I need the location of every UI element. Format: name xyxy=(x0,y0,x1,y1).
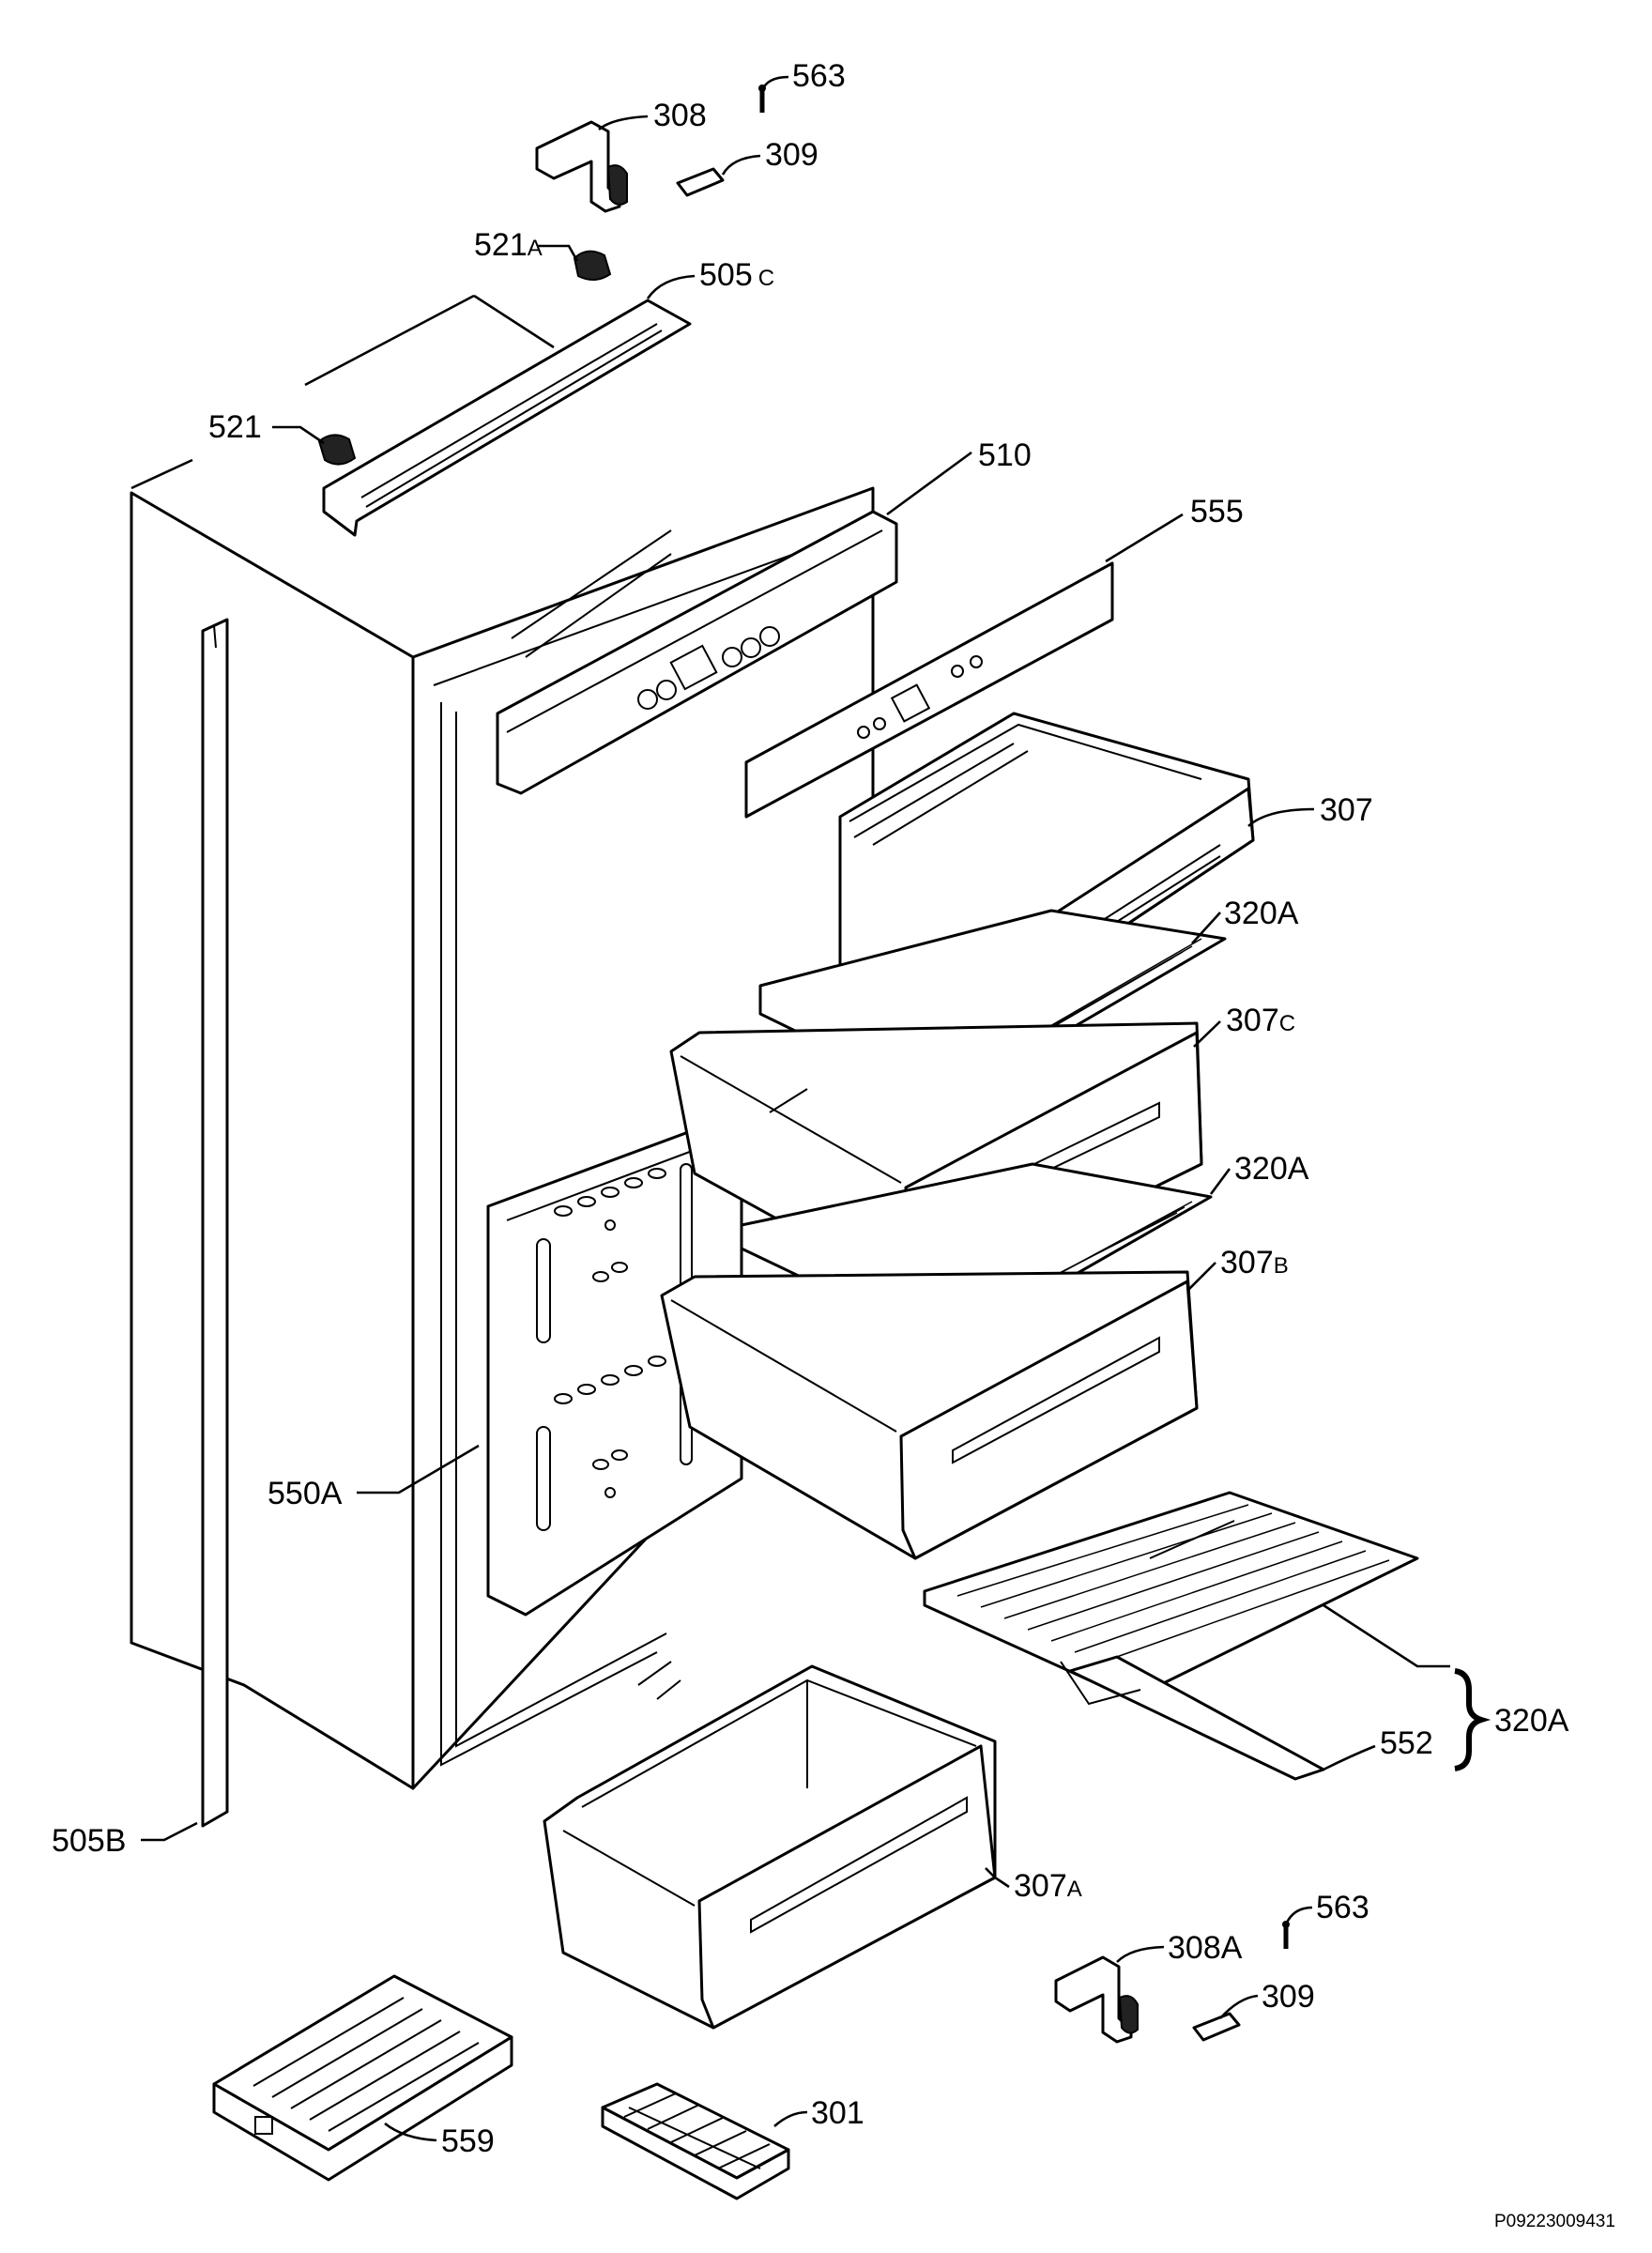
label-301: 301 xyxy=(811,2095,864,2131)
label-309-bottom: 309 xyxy=(1262,1979,1315,2015)
screw-563-bottom xyxy=(1282,1921,1290,1949)
label-320a-2: 320A xyxy=(1234,1151,1309,1187)
label-308a: 308A xyxy=(1168,1930,1243,1966)
label-552: 552 xyxy=(1380,1725,1433,1761)
hinge-cap-521 xyxy=(317,434,357,466)
wire-shelf-320a-3 xyxy=(923,1491,1419,1701)
label-320a-1: 320A xyxy=(1224,896,1299,931)
label-307c: 307C xyxy=(1226,1003,1295,1038)
drawing-number: P09223009431 xyxy=(1494,2212,1615,2231)
label-307a: 307A xyxy=(1014,1868,1082,1904)
shelf-strip-552 xyxy=(1060,1655,1325,1781)
label-563-top: 563 xyxy=(792,58,846,94)
label-307b: 307B xyxy=(1220,1245,1289,1280)
side-seal-strip-505b xyxy=(201,618,229,1828)
group-brace xyxy=(1454,1668,1491,1771)
hinge-308a xyxy=(1054,1955,1139,2044)
label-505b: 505B xyxy=(52,1823,126,1859)
drawer-307a xyxy=(543,1664,997,2030)
cold-accumulator-559 xyxy=(212,1974,513,2182)
control-panel-510 xyxy=(496,510,898,795)
label-510: 510 xyxy=(978,437,1032,473)
top-rail-505c xyxy=(322,299,692,537)
label-555: 555 xyxy=(1190,494,1244,529)
pad-309-top xyxy=(676,167,725,197)
display-cover-555 xyxy=(744,561,1114,819)
label-550a: 550A xyxy=(268,1476,343,1511)
leader-lines xyxy=(141,75,1450,2142)
hinge-cap-521a xyxy=(573,250,612,281)
drawer-307b xyxy=(660,1270,1199,1560)
label-320a-3: 320A xyxy=(1494,1703,1569,1739)
label-307: 307 xyxy=(1320,792,1373,828)
label-309-top: 309 xyxy=(765,137,818,173)
label-521: 521 xyxy=(208,409,262,445)
label-521a: 521A xyxy=(474,227,543,263)
label-563-bottom: 563 xyxy=(1316,1890,1369,1925)
pad-309-bottom xyxy=(1192,2012,1241,2042)
ice-cube-tray-301 xyxy=(601,2082,790,2200)
label-559: 559 xyxy=(441,2123,495,2159)
hinge-308 xyxy=(535,120,628,213)
label-308: 308 xyxy=(653,98,707,133)
